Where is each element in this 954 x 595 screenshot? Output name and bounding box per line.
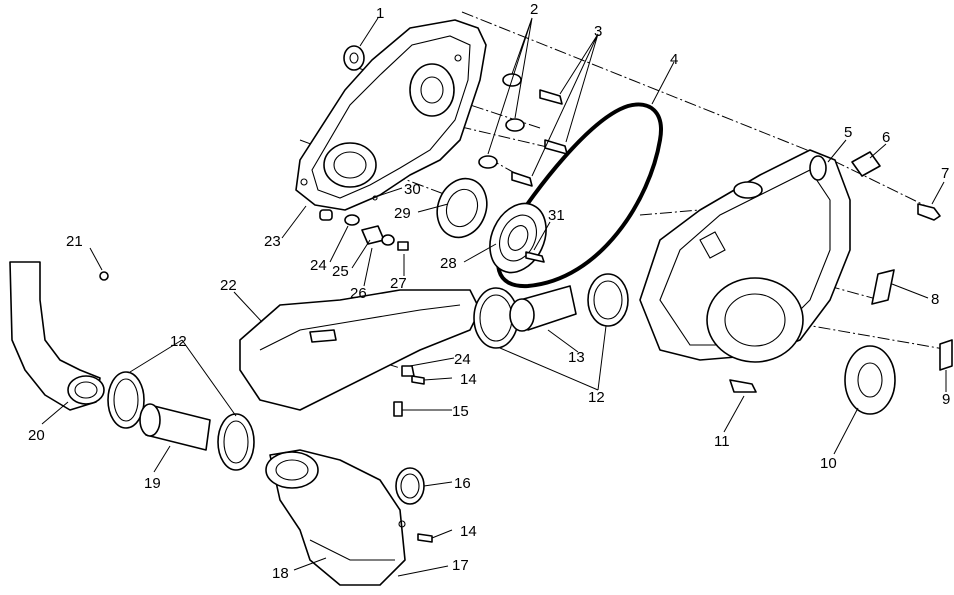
part-21-screw: [99, 271, 109, 281]
callout-labels: 1 2 3 4 5 6 7 8 9 10 11 12 12 13 14 14 1…: [28, 1, 950, 582]
callout-2: 2: [530, 1, 538, 18]
part-28-bearing: [489, 202, 547, 274]
part-13-sleeve: [509, 285, 577, 332]
callout-17: 17: [452, 557, 469, 574]
callout-24-lower: 24: [454, 351, 471, 368]
callout-29: 29: [394, 205, 411, 222]
part-12-clamps-lower: [107, 371, 255, 471]
callout-20: 20: [28, 427, 45, 444]
part-16-clamp: [395, 467, 425, 505]
callout-18: 18: [272, 565, 289, 582]
callout-8: 8: [931, 291, 939, 308]
leader-lines: [41, 17, 947, 577]
callout-5: 5: [844, 124, 852, 141]
part-14-15-screws: [393, 365, 433, 543]
callout-1: 1: [376, 5, 384, 22]
callout-12-lower: 12: [170, 333, 187, 350]
part-17-18-airbox: [265, 449, 406, 586]
callout-16: 16: [454, 475, 471, 492]
callout-23: 23: [264, 233, 281, 250]
part-23-inner-cover: [295, 19, 487, 211]
callout-14-upper: 14: [460, 371, 477, 388]
part-19-sleeve: [139, 403, 211, 451]
part-1-washer: [343, 45, 365, 71]
part-22-intake-duct: [239, 289, 481, 411]
part-2-washers: [478, 73, 525, 169]
callout-7: 7: [941, 165, 949, 182]
part-6-clip: [851, 151, 881, 177]
part-3-bolts: [511, 89, 568, 187]
callout-24-upper: 24: [310, 257, 327, 274]
callout-15: 15: [452, 403, 469, 420]
part-20-elbow: [9, 261, 105, 411]
callout-19: 19: [144, 475, 161, 492]
callout-3: 3: [594, 23, 602, 40]
callout-25: 25: [332, 263, 349, 280]
callout-6: 6: [882, 129, 890, 146]
part-10-gasket: [844, 345, 896, 415]
callout-21: 21: [66, 233, 83, 250]
callout-27: 27: [390, 275, 407, 292]
callout-10: 10: [820, 455, 837, 472]
callout-9: 9: [942, 391, 950, 408]
callout-11: 11: [714, 433, 730, 450]
part-11-bolt: [729, 379, 757, 393]
callout-26: 26: [350, 285, 367, 302]
callout-31: 31: [548, 207, 565, 224]
part-5-outer-cover: [639, 149, 851, 363]
part-4-belt: [496, 102, 663, 289]
part-24-25-26-27-hardware: [319, 195, 409, 251]
callout-12-upper: 12: [588, 389, 605, 406]
callout-14-lower: 14: [460, 523, 477, 540]
callout-30: 30: [404, 181, 421, 198]
callout-13: 13: [568, 349, 585, 366]
part-31-screw: [525, 251, 545, 263]
callout-22: 22: [220, 277, 237, 294]
part-7-bolt: [917, 203, 941, 221]
part-12-clamps-upper: [473, 273, 629, 349]
callout-28: 28: [440, 255, 457, 272]
part-29-seal: [436, 177, 488, 239]
callout-4: 4: [670, 51, 678, 68]
part-9-decal: [939, 339, 953, 371]
part-8-decal: [871, 269, 895, 305]
